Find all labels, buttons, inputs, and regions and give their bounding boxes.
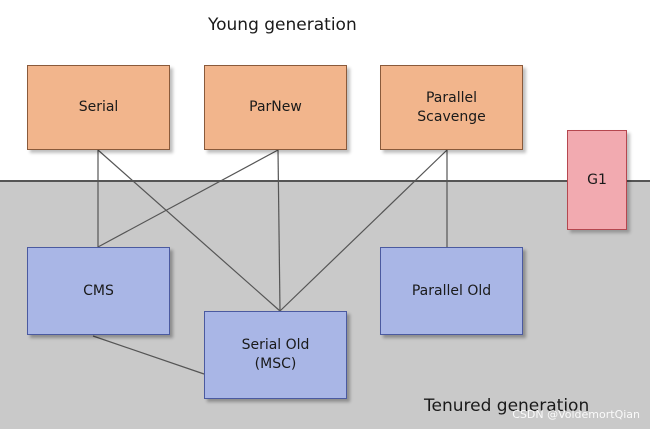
connector-parnew-serial-old xyxy=(277,149,281,312)
collector-g1: G1 xyxy=(567,130,627,230)
collector-serial: Serial xyxy=(27,65,170,150)
collector-serial-old: Serial Old (MSC) xyxy=(204,311,347,399)
collector-parallel-old: Parallel Old xyxy=(380,247,523,335)
tenured-generation-label: Tenured generation xyxy=(424,396,590,416)
connector-parnew-cms xyxy=(97,149,279,248)
collector-parnew: ParNew xyxy=(204,65,347,150)
watermark: CSDN @VoldemortQian xyxy=(512,408,640,421)
connector-parallel-scavenge-serial-old xyxy=(279,149,448,312)
connector-serial-serial-old xyxy=(97,149,281,312)
collector-parallel-scavenge: Parallel Scavenge xyxy=(380,65,523,150)
collector-cms: CMS xyxy=(27,247,170,335)
young-generation-label: Young generation xyxy=(208,15,357,35)
connector-cms-serial-old xyxy=(92,335,205,375)
